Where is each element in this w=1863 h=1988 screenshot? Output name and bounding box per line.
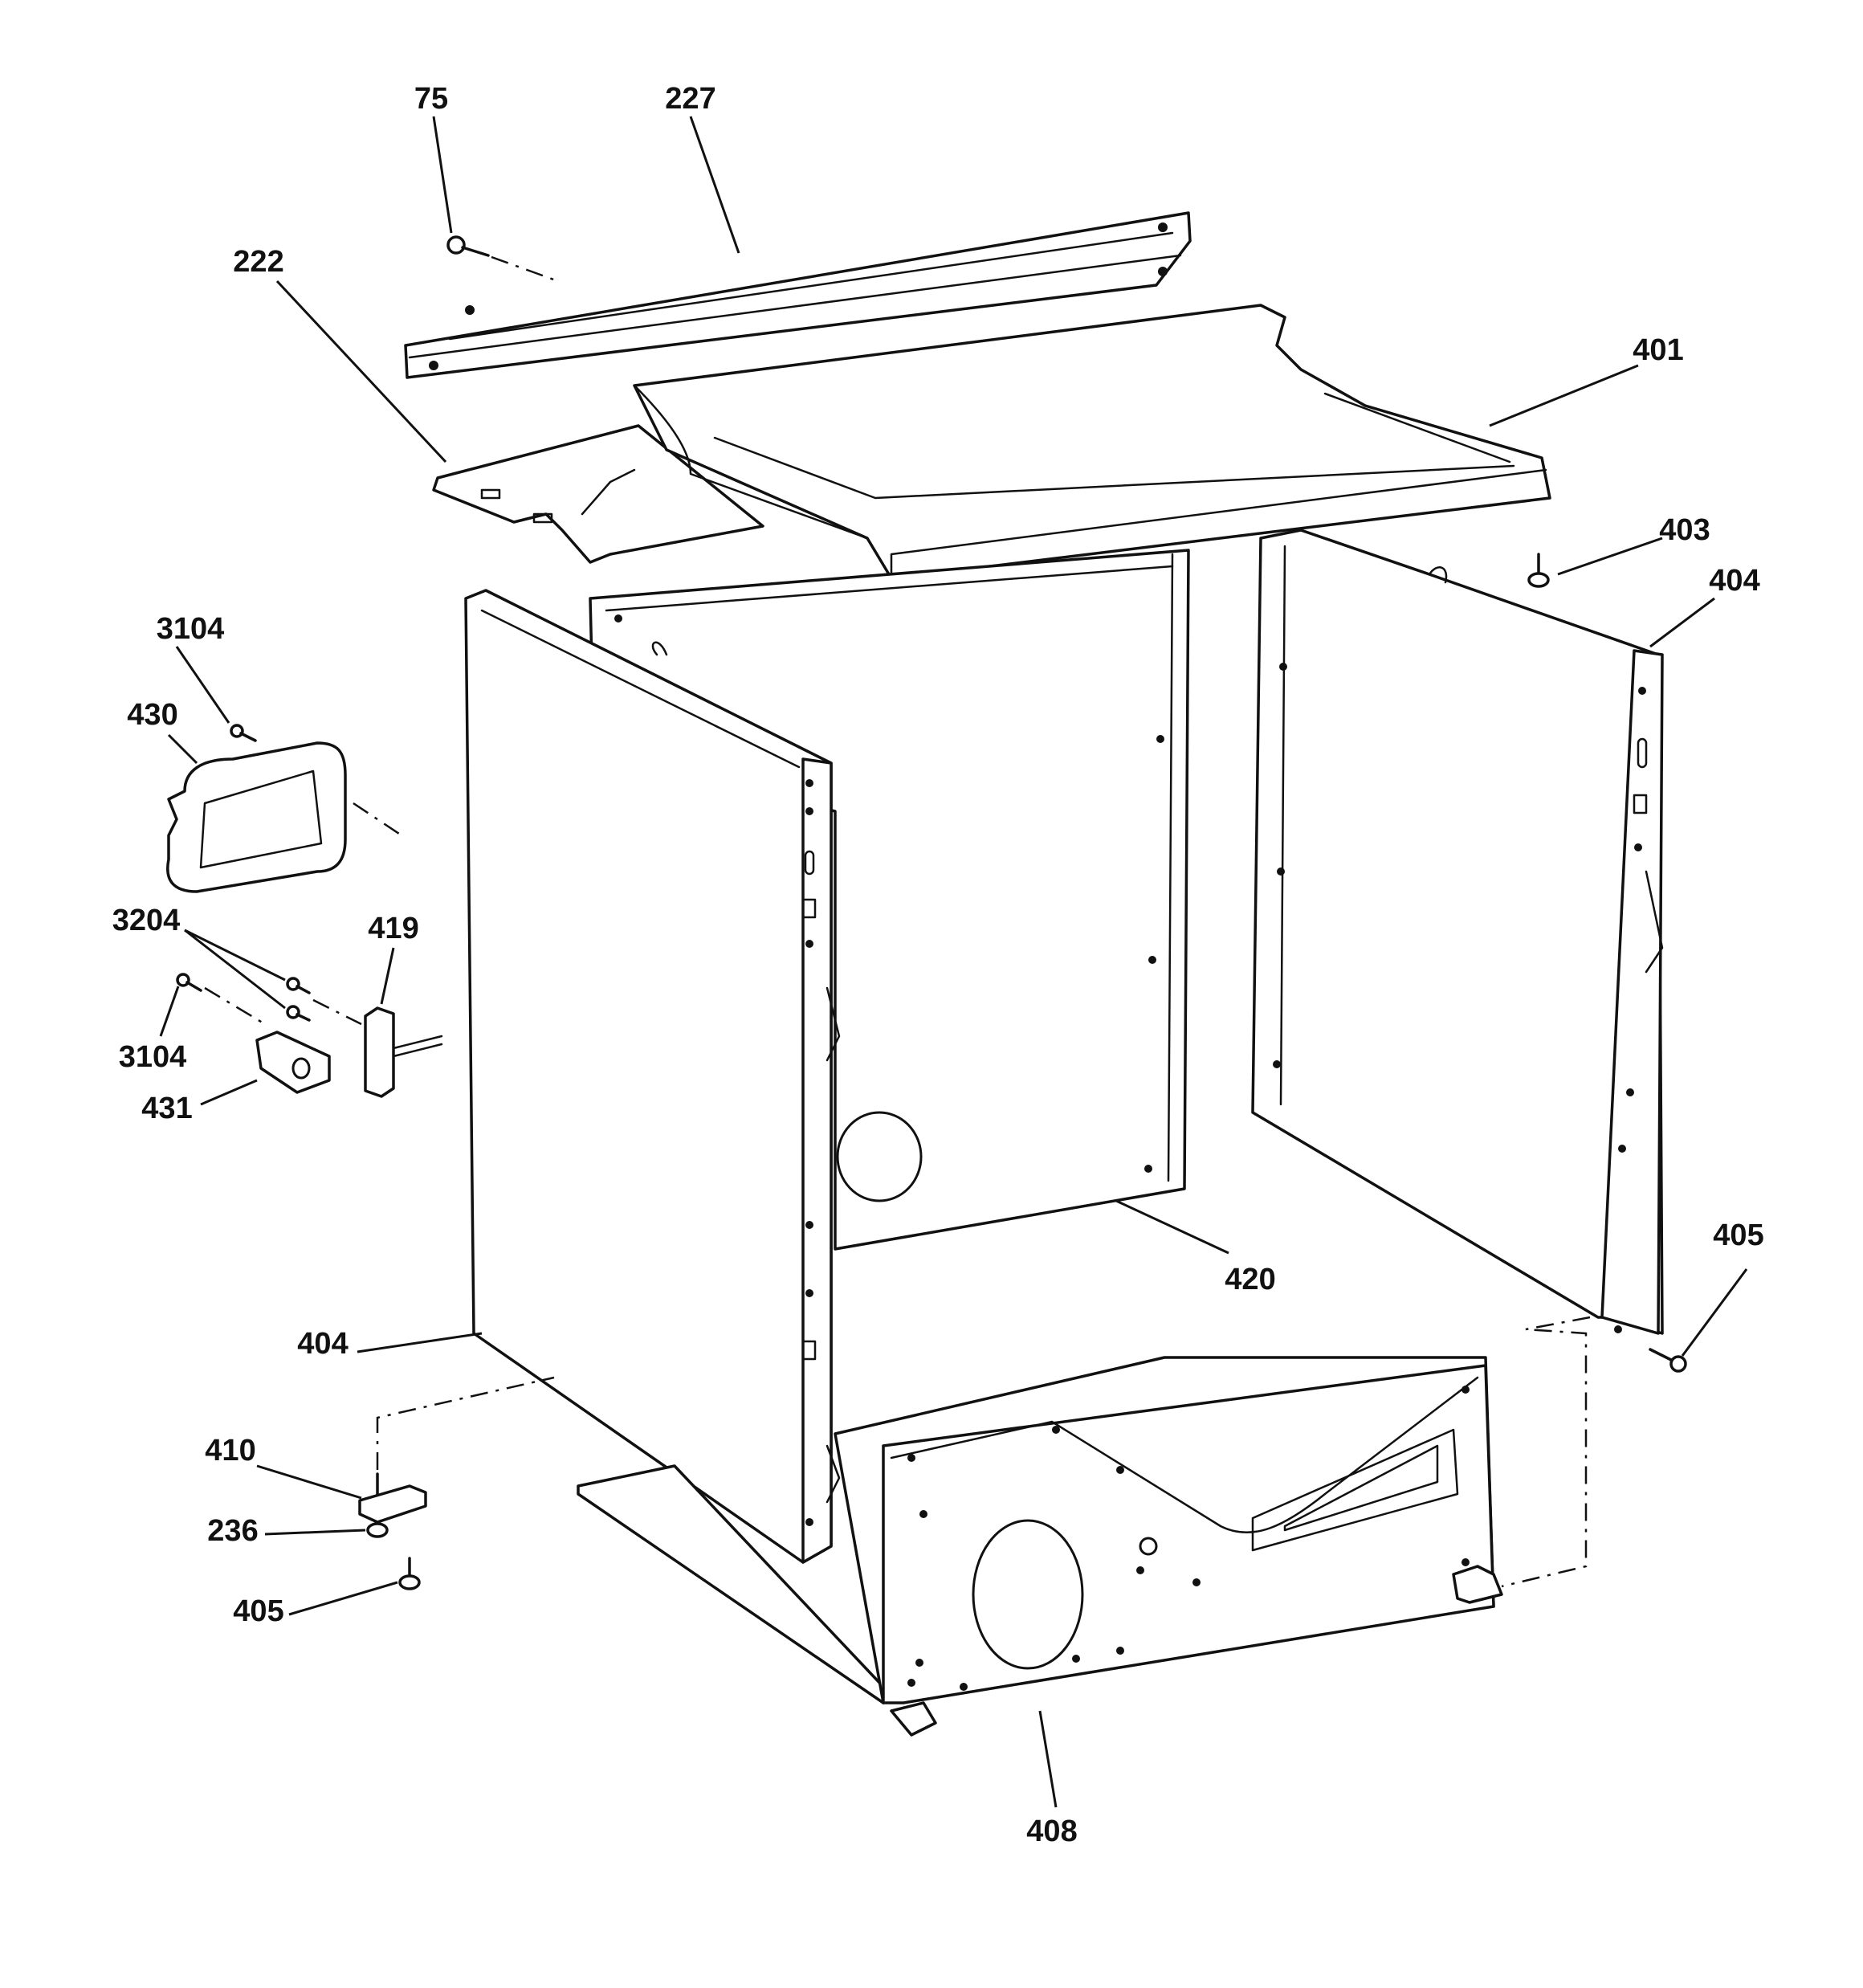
label-3104-top: 3104: [157, 612, 225, 646]
part-227-top-bracket: [404, 211, 1192, 379]
label-236: 236: [207, 1514, 258, 1548]
label-420: 420: [1225, 1263, 1275, 1296]
label-222: 222: [233, 245, 283, 279]
label-410: 410: [205, 1434, 255, 1468]
part-419-terminal: [364, 1006, 443, 1098]
label-405-left: 405: [233, 1594, 283, 1628]
part-401-top-panel: [633, 304, 1551, 580]
part-404-right-side-panel: [1251, 529, 1664, 1335]
part-410-leveling-leg: [358, 1472, 427, 1524]
part-222-front-bracket: [432, 424, 764, 564]
part-236-pad: [366, 1522, 389, 1538]
label-401: 401: [1633, 333, 1683, 367]
label-431: 431: [141, 1092, 192, 1125]
label-430: 430: [127, 698, 177, 732]
label-405-right: 405: [1713, 1219, 1763, 1252]
part-431-block: [255, 1031, 331, 1094]
label-227: 227: [665, 82, 715, 116]
callout-labels: 75 227 222 401 403 404 3104 430 3204 419…: [112, 82, 1764, 1848]
leader-lines: [159, 116, 1748, 1808]
assembly-lines: [204, 802, 1591, 1588]
label-404-left: 404: [297, 1327, 348, 1361]
part-430-vent-bracket: [166, 741, 347, 893]
part-404-left-side-panel: [464, 589, 841, 1564]
part-408-base: [577, 1356, 1503, 1737]
label-75: 75: [414, 82, 448, 116]
label-3204: 3204: [112, 904, 181, 937]
label-3104-bottom: 3104: [119, 1040, 187, 1074]
part-3204-screws: [286, 977, 311, 1022]
part-3104-screw-top: [230, 724, 257, 742]
label-404-right: 404: [1709, 564, 1759, 598]
part-405-right-screw: [1649, 1348, 1687, 1373]
label-403: 403: [1659, 513, 1710, 547]
part-405-left-foot: [398, 1557, 421, 1590]
part-75-screw: [446, 235, 559, 283]
part-403-screw: [1527, 553, 1550, 588]
label-408: 408: [1026, 1815, 1077, 1848]
part-3104-screw-bottom: [176, 973, 202, 992]
label-419: 419: [368, 912, 418, 945]
